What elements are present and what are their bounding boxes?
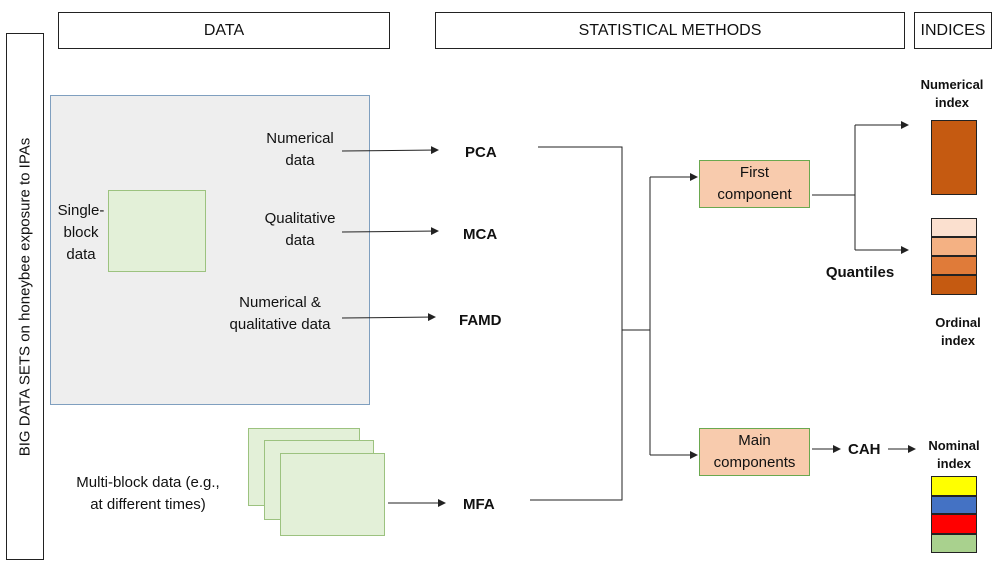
- nominal-bar-1: [931, 476, 977, 496]
- header-data: DATA: [58, 12, 390, 49]
- header-methods-label: STATISTICAL METHODS: [578, 21, 762, 39]
- nominal-bar-4: [931, 534, 977, 553]
- header-methods: STATISTICAL METHODS: [435, 12, 905, 49]
- header-indices-label: INDICES: [920, 21, 986, 39]
- arrow-mixed-famd: [341, 313, 436, 322]
- mixed-data-label: Numerical & qualitative data: [229, 294, 331, 333]
- method-mca: MCA: [463, 226, 498, 243]
- method-famd: FAMD: [459, 312, 502, 329]
- nominal-index-label: Nominal index: [928, 438, 980, 471]
- multi-block-square-3: [280, 453, 385, 536]
- first-component-box: First component: [699, 160, 810, 208]
- nominal-bar-3: [931, 514, 977, 534]
- multi-block-label: Multi-block data (e.g., at different tim…: [76, 474, 220, 513]
- header-data-label: DATA: [203, 21, 245, 39]
- merge-bracket: [530, 146, 623, 501]
- numerical-index-label: Numerical index: [920, 77, 984, 110]
- method-cah: CAH: [848, 441, 881, 458]
- nominal-bar-2: [931, 496, 977, 514]
- single-block-region: [50, 95, 370, 405]
- single-block-label: Single- block data: [57, 202, 105, 263]
- side-label-box: BIG DATA SETS on honeybee exposure to IP…: [6, 33, 44, 560]
- ordinal-index-label: Ordinal index: [935, 315, 981, 348]
- method-mfa: MFA: [463, 496, 495, 513]
- ordinal-bar-2: [931, 237, 977, 256]
- quantiles-label: Quantiles: [825, 264, 895, 281]
- ordinal-bar-3: [931, 256, 977, 275]
- single-block-square: [108, 190, 206, 272]
- header-indices: INDICES: [914, 12, 992, 49]
- main-components-box: Main components: [699, 428, 810, 476]
- ordinal-bar-4: [931, 275, 977, 295]
- arrow-numerical-pca: [341, 146, 439, 155]
- numerical-data-label: Numerical data: [266, 130, 334, 169]
- qualitative-data-label: Qualitative data: [264, 210, 336, 249]
- method-pca: PCA: [465, 144, 497, 161]
- arrow-qualitative-mca: [341, 227, 439, 236]
- numerical-index-bar: [931, 120, 977, 195]
- ordinal-bar-1: [931, 218, 977, 237]
